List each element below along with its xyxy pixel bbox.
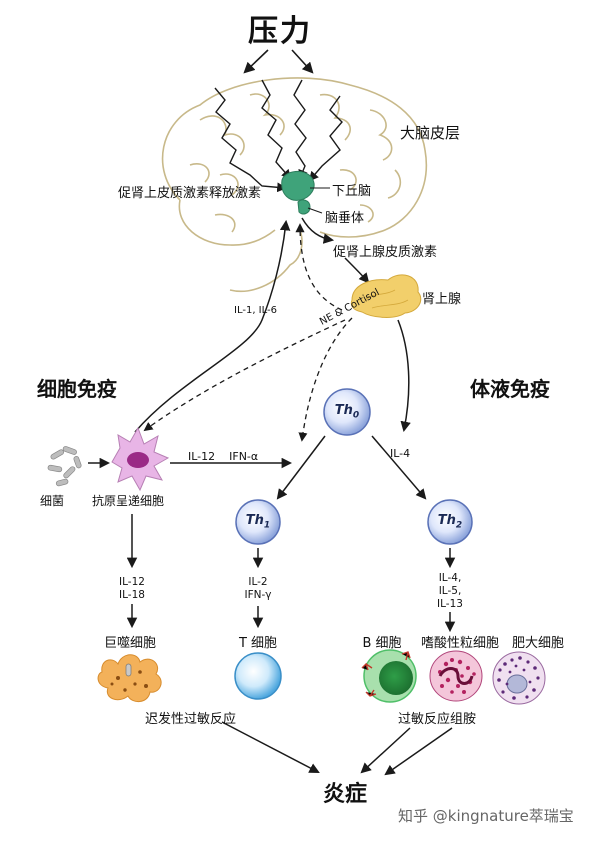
adrenal-gland-shape: [350, 274, 422, 318]
macrophage-shape: [97, 654, 162, 702]
label-il4: IL-4: [390, 447, 411, 460]
label-mast-cell: 肥大细胞: [511, 636, 565, 651]
label-eosinophil: 嗜酸性粒细胞: [420, 636, 500, 651]
label-adrenal: 肾上腺: [422, 292, 462, 307]
label-il4-5-13: IL-4, IL-5, IL-13: [437, 572, 463, 610]
label-crh: 促肾上皮质激素释放激素: [118, 186, 262, 201]
label-bacteria: 细菌: [40, 494, 65, 508]
label-th0: Th0: [334, 403, 360, 421]
hypothalamus-shape: [281, 171, 315, 201]
label-humoral-immunity: 体液免疫: [470, 377, 550, 401]
label-cortex: 大脑皮层: [400, 124, 461, 142]
label-apc: 抗原呈递细胞: [92, 494, 165, 508]
label-cellular-immunity: 细胞免疫: [37, 377, 117, 401]
bacteria-shapes: [47, 446, 82, 487]
label-th1: Th1: [245, 513, 271, 531]
th2-cell: [427, 499, 473, 545]
pituitary-shape: [297, 199, 311, 215]
t-cell: [234, 652, 282, 700]
label-bcell: B 细胞: [362, 636, 402, 651]
brain-illustration: [161, 77, 428, 292]
label-pituitary: 脑垂体: [325, 211, 365, 226]
label-il12-il18: IL-12 IL-18: [119, 576, 145, 601]
th0-cell: [323, 388, 371, 436]
label-il1-il6: IL-1, IL-6: [234, 305, 277, 316]
label-il2-ifng: IL-2 IFN-γ: [244, 576, 272, 601]
th1-cell: [235, 499, 281, 545]
label-tcell: T 细胞: [238, 636, 278, 651]
label-acth: 促肾上腺皮质激素: [333, 245, 438, 260]
label-macrophage: 巨噬细胞: [103, 636, 157, 651]
label-allergy-histamine: 过敏反应组胺: [398, 712, 477, 727]
diagram-title: 压力: [248, 14, 312, 49]
label-th2: Th2: [437, 513, 463, 531]
label-inflammation: 炎症: [322, 782, 368, 807]
label-delayed-hypersensitivity: 迟发性过敏反应: [145, 712, 237, 727]
label-hypothalamus: 下丘脑: [332, 184, 372, 199]
eosinophil-shape: [429, 650, 483, 702]
label-il12-ifna: IL-12 IFN-α: [188, 450, 259, 463]
watermark: 知乎 @kingnature萃瑞宝: [398, 807, 574, 825]
